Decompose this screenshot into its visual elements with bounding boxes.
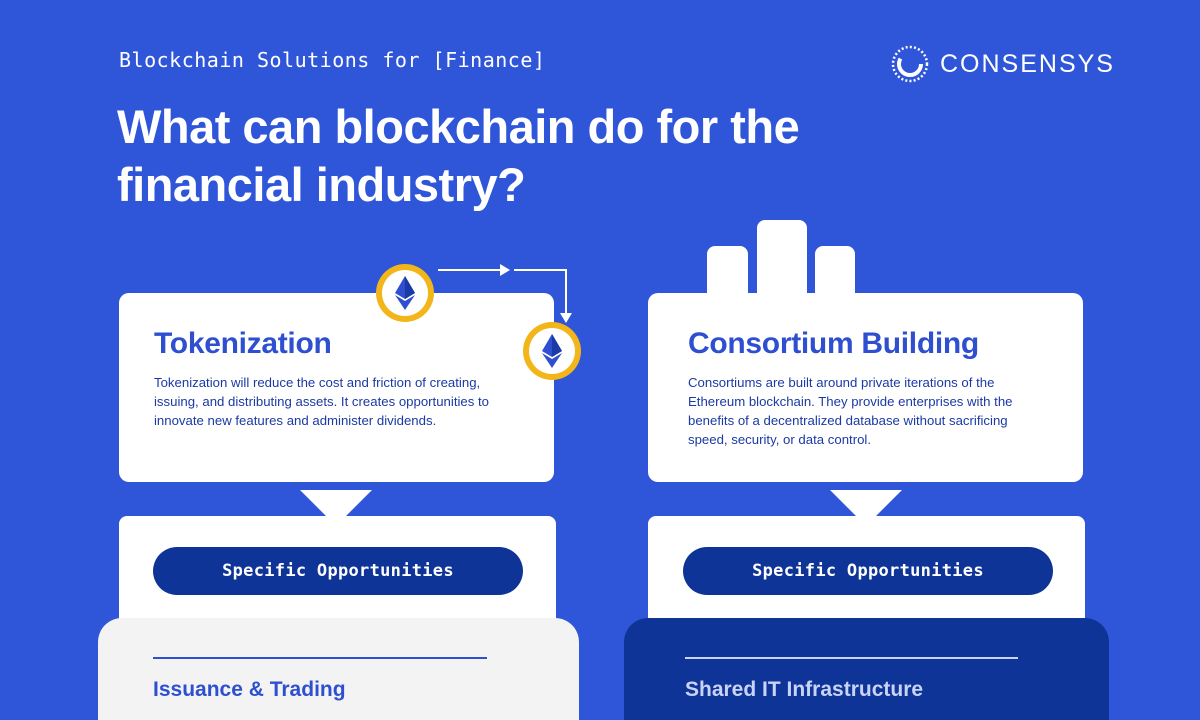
specific-opportunities-button[interactable]: Specific Opportunities: [683, 547, 1053, 595]
page-title: What can blockchain do for the financial…: [117, 100, 800, 211]
divider: [685, 657, 1018, 659]
card-description: Tokenization will reduce the cost and fr…: [154, 375, 489, 428]
logo-wordmark: CONSENSYS: [940, 49, 1115, 78]
bar-right: [815, 246, 855, 301]
ethereum-coin-icon: [523, 322, 581, 380]
tokenization-card: Tokenization Tokenization will reduce th…: [119, 293, 554, 482]
card-description: Consortiums are built around private ite…: [688, 375, 1013, 447]
card-title: Consortium Building: [688, 327, 979, 360]
building-bars: [707, 218, 857, 301]
shared-it-panel: [624, 618, 1109, 720]
ethereum-coin-icon: [376, 264, 434, 322]
bar-left: [707, 246, 748, 301]
card-title: Tokenization: [154, 327, 332, 360]
consensys-logo-icon: [891, 45, 929, 83]
bar-center: [757, 220, 807, 300]
panel-label: Shared IT Infrastructure: [685, 678, 924, 701]
divider: [153, 657, 487, 659]
eyebrow-text: Blockchain Solutions for [Finance]: [119, 48, 546, 72]
consortium-card: Consortium Building Consortiums are buil…: [648, 293, 1083, 482]
issuance-panel: [98, 618, 579, 720]
consensys-logo[interactable]: CONSENSYS: [890, 44, 1115, 84]
specific-opportunities-button[interactable]: Specific Opportunities: [153, 547, 523, 595]
panel-label: Issuance & Trading: [153, 678, 346, 701]
transfer-arrows: [438, 264, 572, 323]
